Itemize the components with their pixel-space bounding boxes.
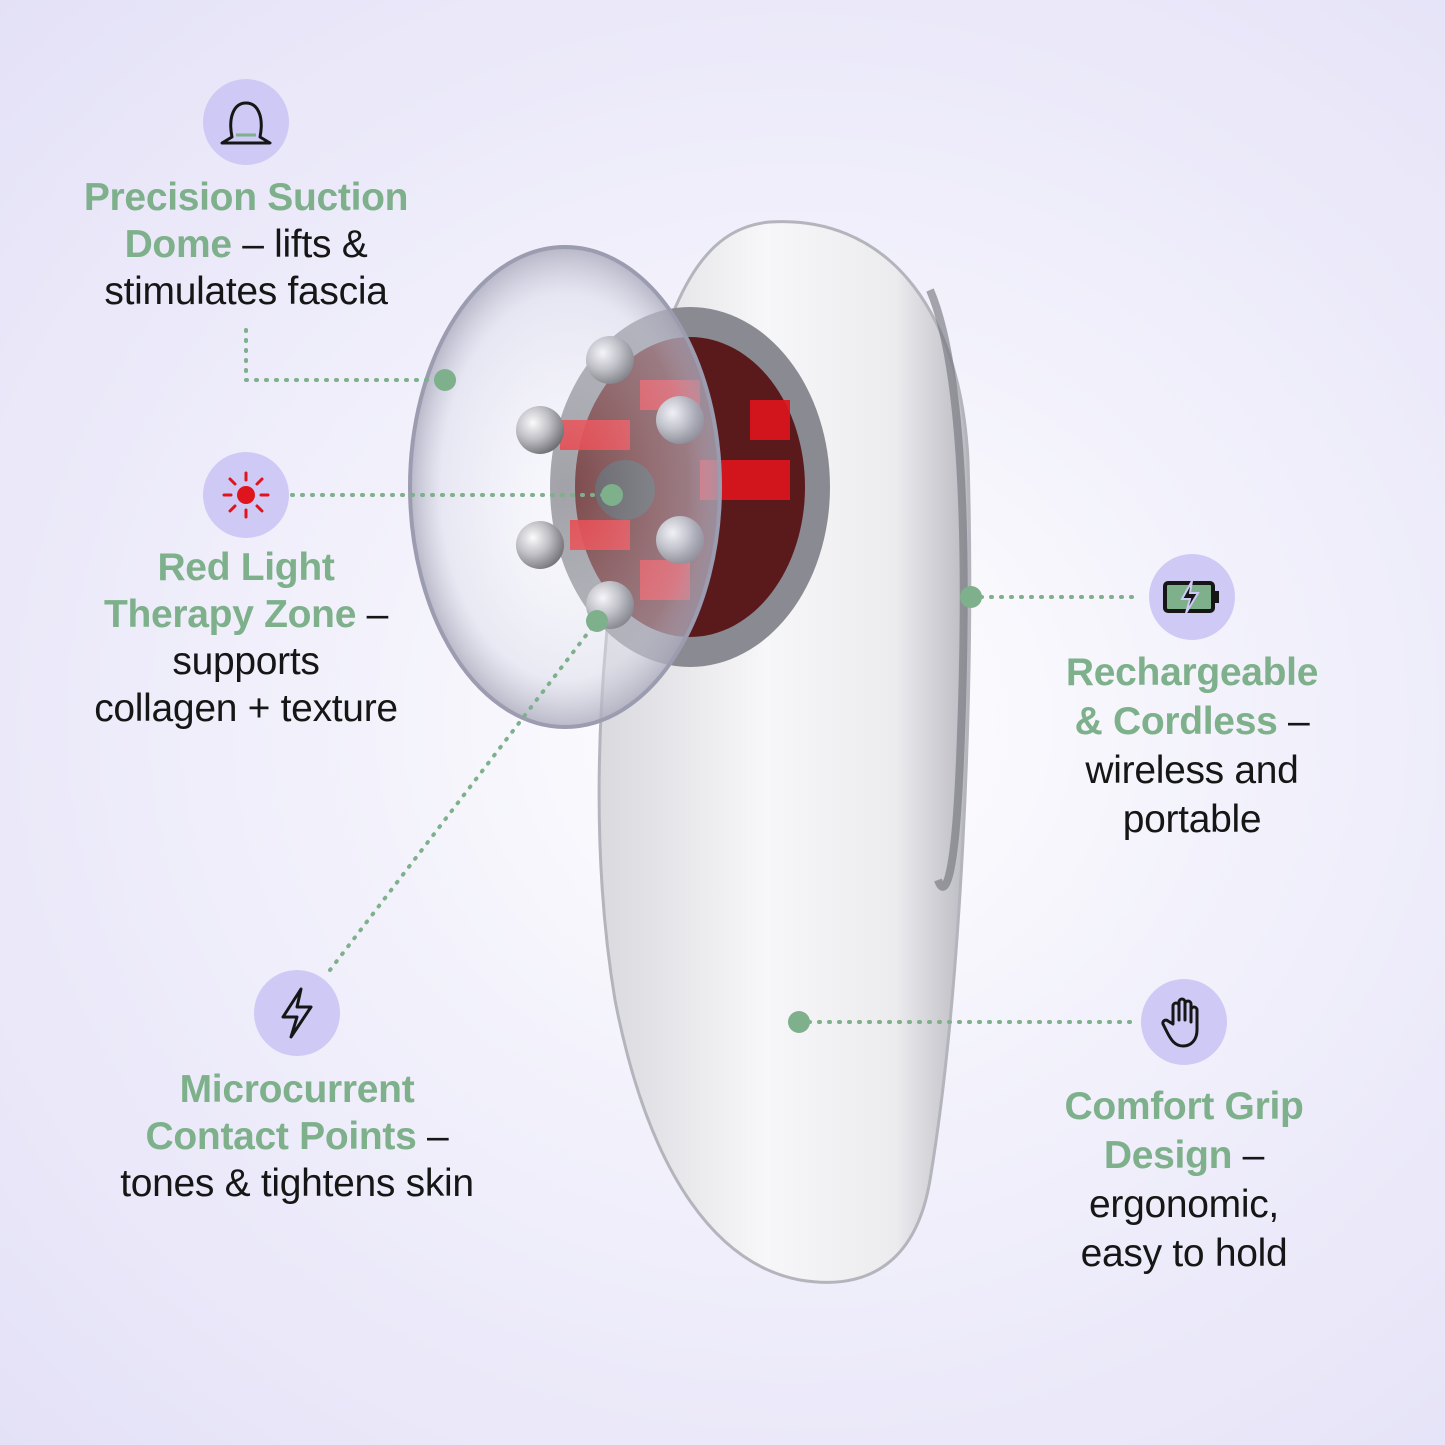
callout-text: – lifts & — [231, 223, 368, 266]
callout-text: tones & tightens skin — [120, 1162, 474, 1205]
callout-text: supports — [172, 640, 320, 683]
anchor-dot — [788, 1011, 810, 1033]
callout-title: Therapy Zone — [103, 593, 357, 636]
anchor-dot — [960, 586, 982, 608]
callout-text: – — [416, 1115, 449, 1158]
callout-text: wireless and — [1085, 749, 1299, 792]
leader-microcurrent — [328, 619, 599, 972]
dome-icon — [203, 79, 289, 165]
callout-title: Red Light — [157, 546, 335, 589]
hand-icon — [1141, 979, 1227, 1065]
leader-suction — [244, 328, 447, 382]
suction-dome — [408, 245, 722, 729]
lightning-bolt-icon — [254, 970, 340, 1056]
callout-title: Microcurrent — [179, 1068, 415, 1111]
callout-title: Design — [1103, 1134, 1233, 1177]
callout-text: – — [1277, 700, 1310, 743]
callout-title: Dome — [124, 223, 232, 266]
anchor-dot — [586, 610, 608, 632]
callout-title: & Cordless — [1074, 700, 1278, 743]
callout-text: collagen + texture — [94, 687, 398, 730]
callout-title: Rechargeable — [1065, 651, 1319, 694]
callout-grip: Comfort Grip Design – ergonomic, easy to… — [1014, 1082, 1354, 1278]
anchor-dot — [601, 484, 623, 506]
callout-text: portable — [1122, 798, 1262, 841]
callout-microcurrent: Microcurrent Contact Points – tones & ti… — [67, 1066, 527, 1207]
callout-title: Comfort Grip — [1064, 1085, 1304, 1128]
anchor-dot — [434, 369, 456, 391]
callout-text: – — [356, 593, 389, 636]
battery-charging-icon — [1149, 554, 1235, 640]
callout-rechargeable: Rechargeable & Cordless – wireless and p… — [1012, 648, 1372, 844]
callout-text: – — [1232, 1134, 1265, 1177]
sun-icon — [203, 452, 289, 538]
callout-text: ergonomic, — [1089, 1183, 1279, 1226]
callout-suction: Precision Suction Dome – lifts & stimula… — [40, 174, 452, 315]
callout-text: easy to hold — [1080, 1232, 1288, 1275]
callout-title: Contact Points — [145, 1115, 417, 1158]
callout-text: stimulates fascia — [104, 270, 388, 313]
callout-red-light: Red Light Therapy Zone – supports collag… — [36, 544, 456, 732]
callout-title: Precision Suction — [83, 176, 409, 219]
